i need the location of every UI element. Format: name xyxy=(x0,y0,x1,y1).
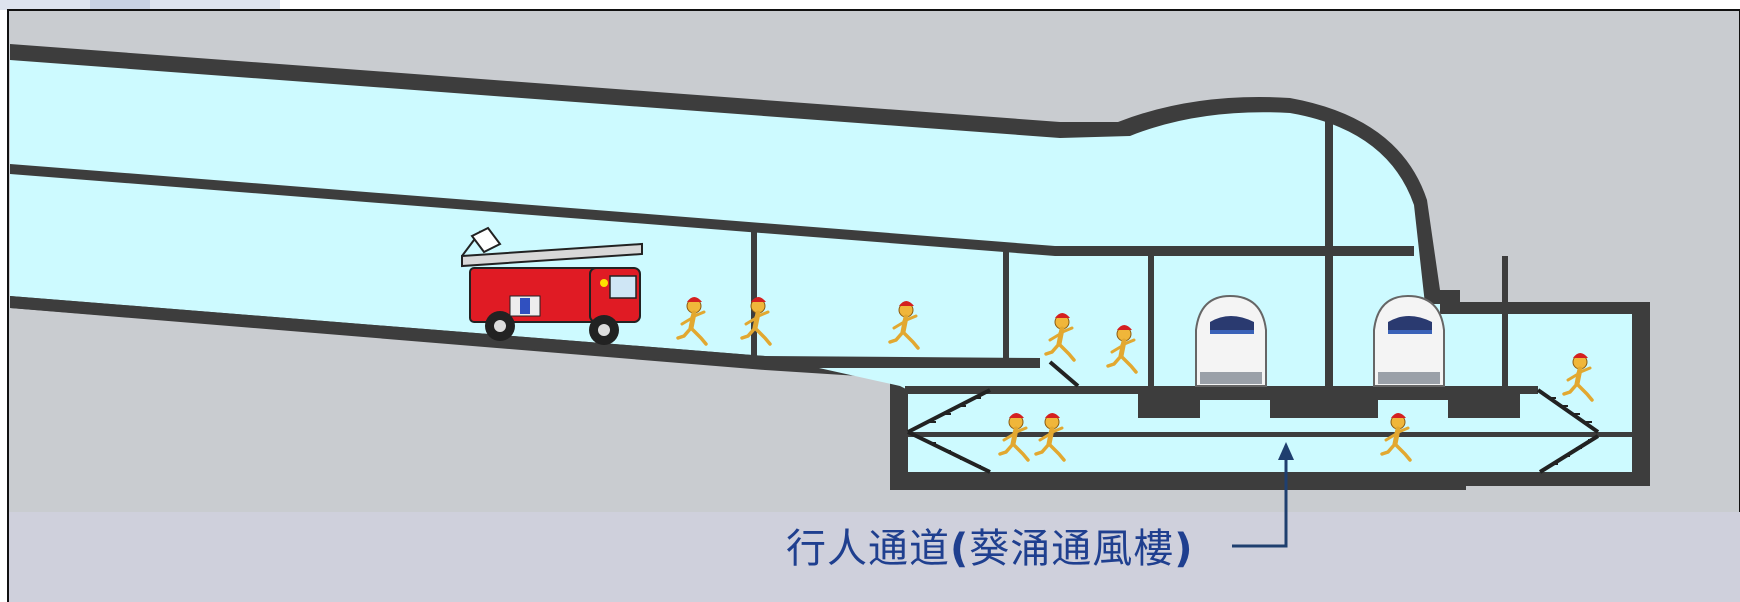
running-person xyxy=(888,301,920,350)
caption-banner xyxy=(9,512,1740,602)
partition-2 xyxy=(1003,250,1009,360)
platform-gap-1 xyxy=(1200,400,1270,418)
passage-floor xyxy=(898,472,1650,486)
partition-1 xyxy=(751,228,757,358)
passage-midline xyxy=(908,432,1632,437)
right-stairs xyxy=(1536,388,1600,474)
caption-label: 葵涌通風樓 xyxy=(969,526,1175,572)
left-stair-treads xyxy=(930,397,981,467)
fire-engine xyxy=(461,226,643,345)
roadway xyxy=(10,296,1040,368)
platform-gap-2 xyxy=(1378,400,1448,418)
caption-paren-close: ) xyxy=(1174,526,1194,572)
corner-decoration-2 xyxy=(90,0,150,10)
caption-paren-open: ( xyxy=(950,526,970,572)
train-left xyxy=(1195,294,1267,387)
running-person xyxy=(998,413,1030,462)
running-people xyxy=(676,297,1594,462)
upper-lower-divider xyxy=(10,164,1414,256)
running-person xyxy=(1106,325,1138,374)
pointer-arrow-head xyxy=(1278,442,1294,460)
passage-ceiling xyxy=(905,386,1538,394)
passage-caption: 行人通道(葵涌通風樓) xyxy=(786,516,1194,574)
pointer-arrow xyxy=(1232,458,1288,548)
running-person xyxy=(1380,413,1412,462)
train-right xyxy=(1373,294,1445,387)
right-stair-treads xyxy=(1550,397,1594,465)
partition-5 xyxy=(1502,256,1508,394)
running-person xyxy=(740,297,772,346)
partition-3 xyxy=(1148,252,1154,390)
caption-prefix: 行人通道 xyxy=(786,526,950,572)
running-person xyxy=(1044,313,1076,362)
running-person xyxy=(1562,353,1594,402)
running-person xyxy=(1034,413,1066,462)
partition-4 xyxy=(1325,113,1333,393)
running-person xyxy=(676,297,708,346)
